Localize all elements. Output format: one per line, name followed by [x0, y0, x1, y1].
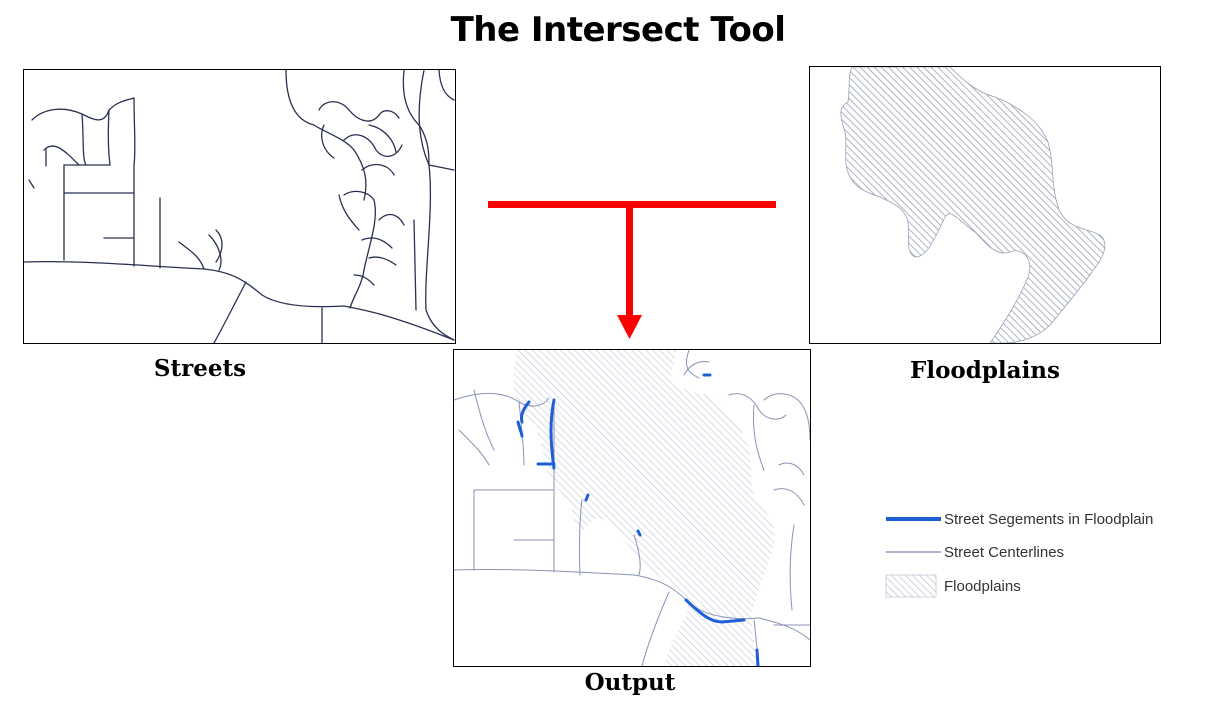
street-segment — [213, 281, 247, 343]
legend-swatches — [885, 517, 941, 598]
highlighted-street-segment — [684, 598, 746, 624]
street-segment — [402, 70, 430, 166]
street-segment — [349, 199, 376, 309]
street-segment — [361, 163, 395, 176]
floodplains-map-panel — [809, 66, 1161, 344]
street-segment — [778, 462, 805, 476]
street-segment — [368, 256, 397, 266]
street-segment — [28, 179, 35, 189]
streets-map-panel — [23, 69, 456, 344]
legend: Street Segements in Floodplain Street Ce… — [884, 505, 1204, 605]
output-caption: Output — [584, 669, 676, 696]
legend-label-floodplain: Floodplains — [944, 578, 1021, 595]
street-segment — [578, 499, 583, 576]
street-segment — [686, 350, 700, 379]
street-segment — [31, 108, 110, 121]
street-segment — [763, 393, 810, 441]
floodplains-caption: Floodplains — [910, 357, 1060, 384]
street-segment — [454, 568, 810, 641]
street-segment — [81, 113, 87, 166]
street-segment — [361, 237, 393, 249]
street-segment — [343, 190, 375, 201]
diagram-title: The Intersect Tool — [450, 10, 786, 50]
street-segment — [418, 70, 455, 341]
legend-swatch-floodplain — [885, 574, 937, 598]
floodplains-map — [840, 67, 1106, 343]
output-map — [454, 350, 810, 666]
street-segment — [473, 389, 495, 451]
street-segment — [728, 393, 787, 420]
street-segment — [43, 145, 80, 166]
arrow-stem — [626, 201, 633, 317]
output-map-panel — [453, 349, 811, 667]
street-segment — [473, 489, 555, 573]
street-segment — [368, 124, 397, 153]
legend-label-centerline: Street Centerlines — [944, 544, 1065, 561]
highlighted-street-segment — [520, 400, 531, 424]
street-main-road — [24, 260, 455, 341]
intersect-arrow — [488, 201, 776, 339]
street-segment — [518, 401, 525, 466]
streets-caption: Streets — [153, 355, 247, 382]
street-segment — [178, 241, 205, 270]
output-floodplain-area — [513, 350, 775, 666]
street-segment — [208, 234, 222, 271]
street-segment — [789, 524, 795, 611]
street-segment — [633, 534, 641, 576]
street-segment — [773, 488, 805, 506]
street-segment — [318, 101, 380, 122]
street-segment — [438, 70, 455, 101]
street-segment — [133, 97, 136, 166]
street-segment — [683, 361, 710, 376]
street-segment — [378, 213, 405, 226]
street-segment — [413, 219, 417, 311]
highlighted-street-segment — [755, 648, 760, 666]
arrow-head-icon — [617, 315, 642, 339]
street-segment — [343, 134, 403, 157]
streets-map — [24, 70, 455, 343]
highlighted-street-segment — [584, 493, 590, 502]
floodplain-area — [840, 67, 1106, 343]
street-segment — [215, 229, 223, 263]
highlighted-street-segment — [516, 420, 524, 438]
street-segment — [108, 97, 135, 111]
street-segment — [378, 110, 400, 119]
street-segment — [458, 429, 490, 466]
highlighted-street-segment — [636, 529, 642, 537]
legend-label-highlight: Street Segements in Floodplain — [944, 511, 1154, 528]
highlighted-street-segment — [549, 398, 556, 470]
street-segment — [353, 274, 375, 286]
street-segment — [753, 404, 765, 471]
street-segment — [63, 109, 111, 166]
street-segment — [321, 124, 335, 159]
street-segment — [338, 194, 360, 231]
street-segment — [641, 591, 670, 666]
street-segment — [285, 70, 355, 151]
street-segment — [353, 149, 367, 201]
street-segment — [428, 164, 455, 171]
